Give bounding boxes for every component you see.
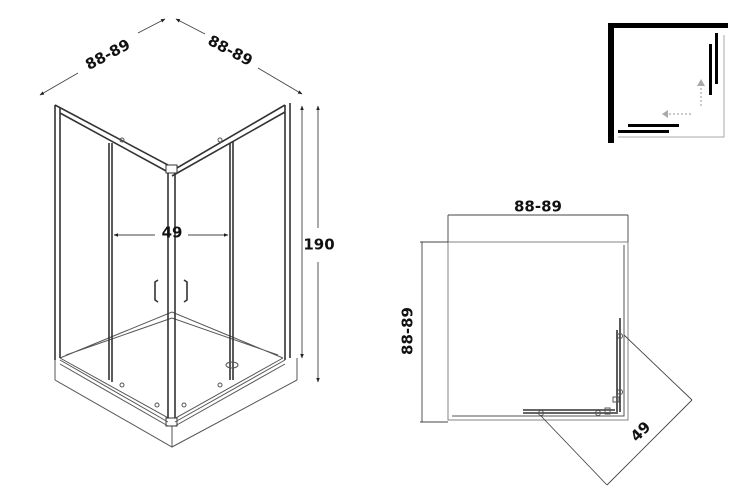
plan-dim-label-depth: 88-89 <box>399 307 417 355</box>
shower-enclosure-drawing <box>54 103 298 448</box>
dim-label-door-opening: 49 <box>162 224 183 242</box>
dim-line-left-width <box>137 18 166 34</box>
dim-line-right-width <box>175 18 206 35</box>
dim-line-right-width <box>257 67 303 95</box>
dim-line-left-width <box>39 72 79 96</box>
dim-label-left-width: 88-89 <box>82 35 133 73</box>
dim-label-height: 190 <box>303 236 334 254</box>
plan-view: 88-89 88-89 49 <box>399 198 693 486</box>
plan-dim-label-width: 88-89 <box>514 198 562 216</box>
dim-label-right-width: 88-89 <box>205 31 256 69</box>
plan-outline <box>447 241 629 421</box>
corner-sliding-door-icon <box>608 23 728 143</box>
isometric-view: 88-89 88-89 49 190 <box>39 18 335 448</box>
slide-arrow-icon <box>666 84 702 115</box>
